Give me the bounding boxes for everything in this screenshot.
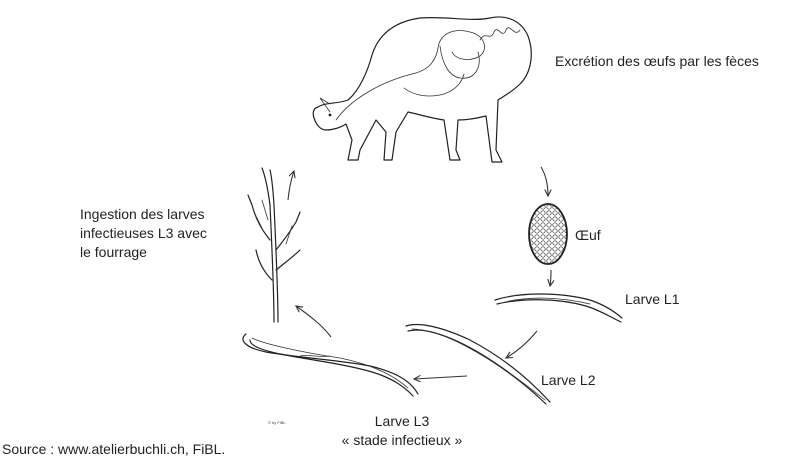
egg-icon — [529, 204, 567, 264]
ingestion-line-3: le fourrage — [80, 243, 207, 262]
cycle-arrows — [288, 167, 551, 379]
larva-l1-label: Larve L1 — [625, 290, 679, 309]
arrow-l1-to-l2 — [506, 331, 537, 358]
sheep-icon — [313, 17, 531, 162]
arrow-grass-to-sheep — [288, 171, 294, 200]
arrow-sheep-to-egg — [541, 167, 548, 196]
larva-l2-label: Larve L2 — [541, 371, 595, 390]
larva-l1-icon — [495, 294, 622, 322]
arrow-egg-to-l1 — [550, 270, 551, 286]
larva-l3-label: Larve L3 « stade infectieux » — [327, 412, 477, 450]
arrow-l2-to-l3 — [414, 376, 467, 379]
arrow-l3-to-grass — [296, 306, 331, 337]
larva-l2-icon — [406, 325, 550, 404]
copyright-note: © by FiBL — [268, 420, 286, 425]
ingestion-line-1: Ingestion des larves — [80, 205, 207, 224]
larva-l3-title: Larve L3 — [327, 412, 477, 431]
grass-icon — [248, 168, 300, 322]
ingestion-label: Ingestion des larves infectieuses L3 ave… — [80, 205, 207, 262]
larva-l3-subtitle: « stade infectieux » — [327, 431, 477, 450]
egg-label: Œuf — [575, 226, 601, 245]
ingestion-line-2: infectieuses L3 avec — [80, 224, 207, 243]
larva-l3-icon — [243, 334, 418, 396]
excretion-label: Excrétion des œufs par les fèces — [555, 52, 759, 71]
source-caption: Source : www.atelierbuchli.ch, FiBL. — [2, 440, 225, 459]
